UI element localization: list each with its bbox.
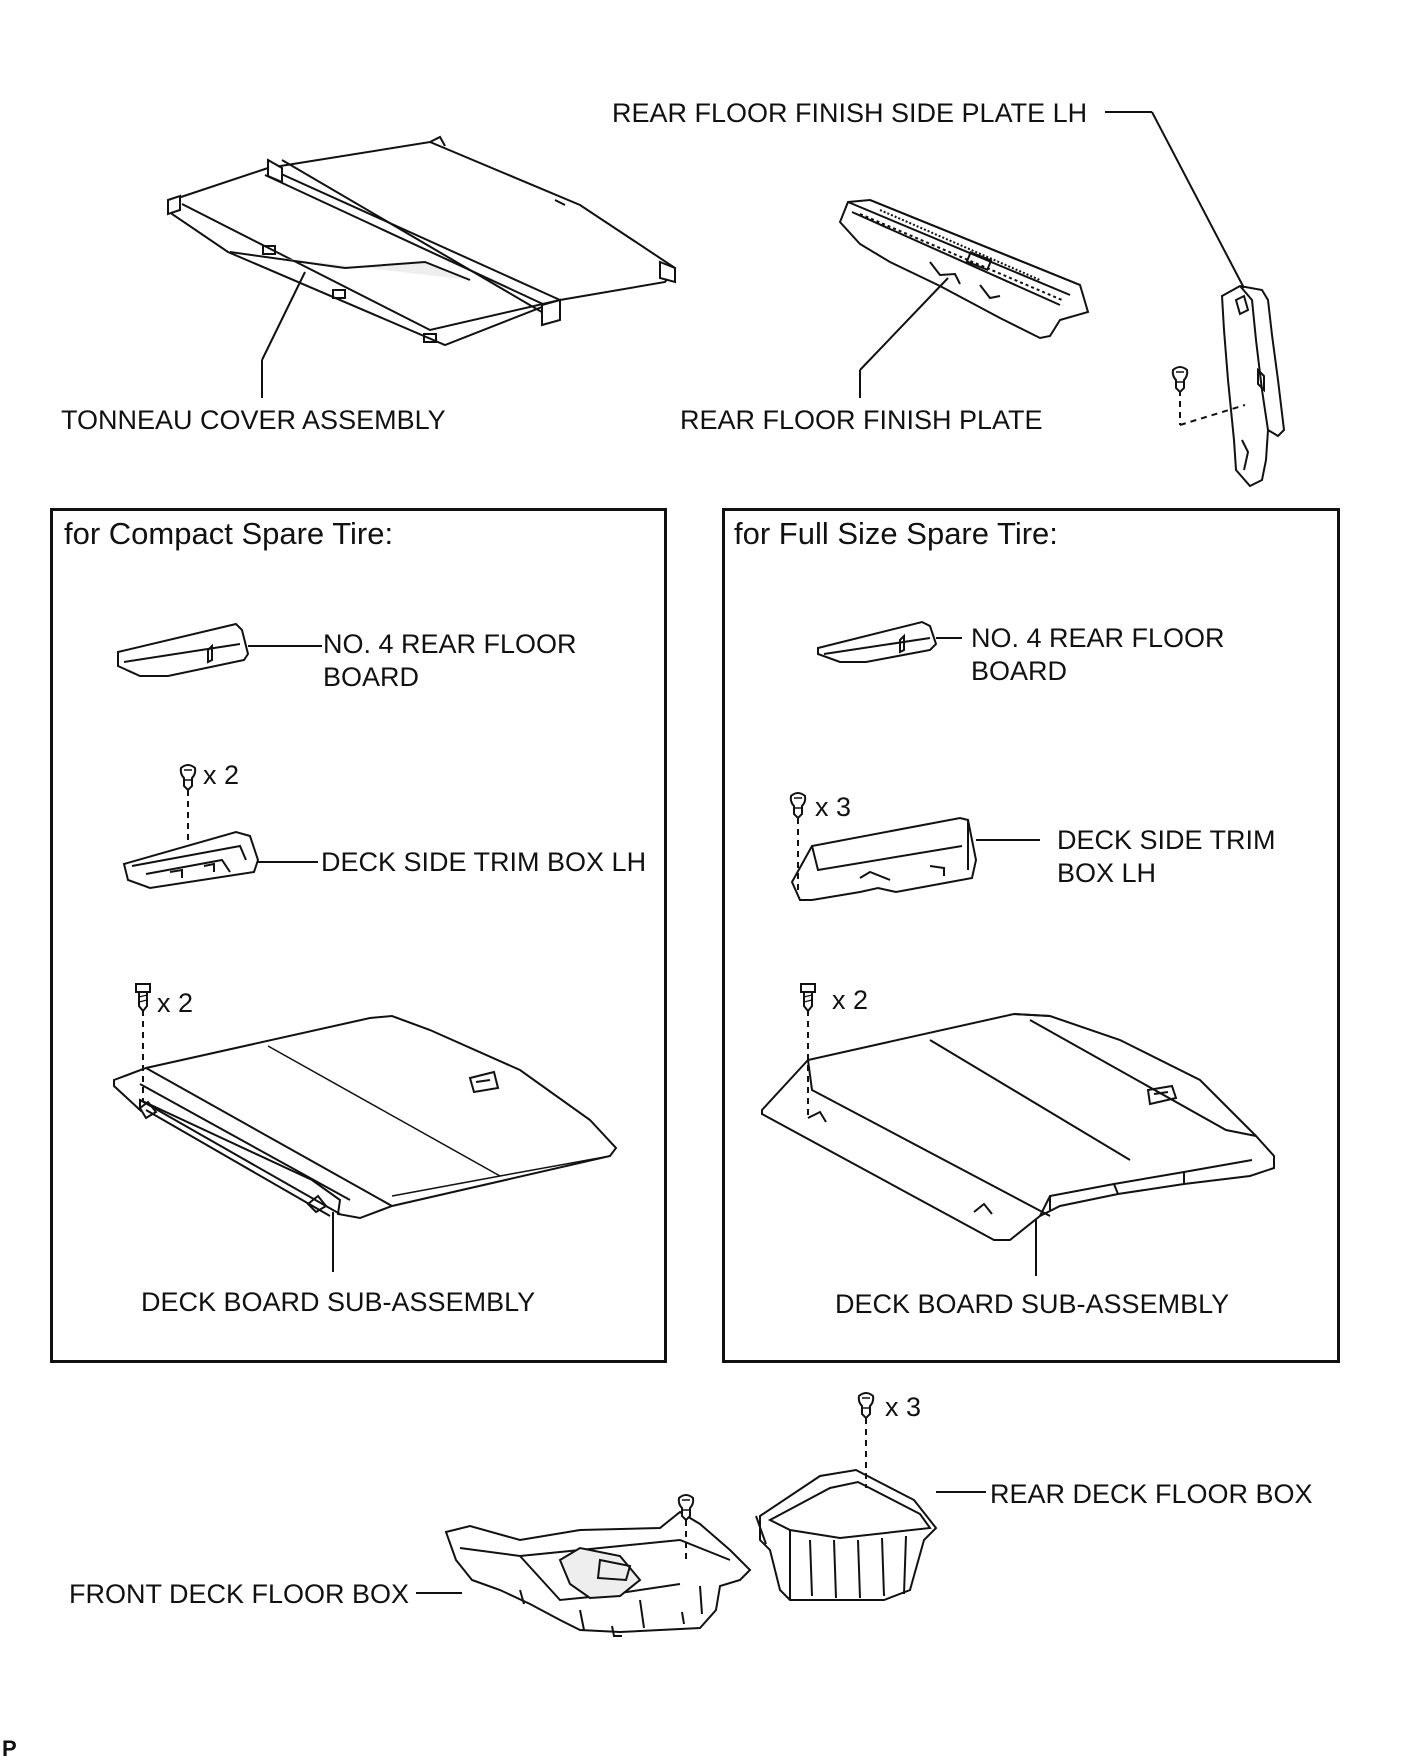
compact-no4-board-line2: BOARD: [323, 662, 420, 692]
compact-no4-board-label: NO. 4 REAR FLOOR BOARD: [323, 628, 577, 694]
compact-trim-qty: x 2: [203, 760, 240, 790]
full-trim-qty: x 3: [815, 792, 852, 822]
rear-floor-finish-plate-drawing: [838, 198, 1090, 398]
compact-deck-board-label: DECK BOARD SUB-ASSEMBLY: [141, 1287, 536, 1317]
rear-floor-finish-side-plate-drawing: [1105, 111, 1286, 488]
rear-box-qty: x 3: [885, 1392, 922, 1422]
compact-no4-board-line1: NO. 4 REAR FLOOR: [323, 629, 577, 659]
compact-trim-box-drawing: [122, 790, 318, 890]
compact-spare-tire-box: [50, 508, 667, 1363]
compact-box-title: for Compact Spare Tire:: [64, 516, 394, 551]
compact-deck-board-drawing: [113, 1010, 618, 1272]
compact-deck-qty: x 2: [157, 988, 194, 1018]
full-size-spare-tire-box: [722, 508, 1340, 1363]
label-rear-deck-floor-box: REAR DECK FLOOR BOX: [990, 1479, 1313, 1509]
full-no4-board-drawing: [817, 620, 962, 663]
compact-trim-box-label: DECK SIDE TRIM BOX LH: [321, 847, 647, 877]
full-trim-box-label: DECK SIDE TRIM BOX LH: [1057, 824, 1276, 890]
full-trim-box-line1: DECK SIDE TRIM: [1057, 825, 1276, 855]
full-trim-box-drawing: [790, 816, 1040, 901]
rear-deck-floor-box-drawing: [755, 1418, 986, 1601]
page-code: P: [2, 1736, 17, 1761]
full-deck-qty: x 2: [832, 985, 869, 1015]
clip-icon: [1171, 366, 1189, 393]
full-no4-board-line1: NO. 4 REAR FLOOR: [971, 623, 1225, 653]
label-front-deck-floor-box: FRONT DECK FLOOR BOX: [69, 1579, 410, 1609]
compact-no4-board-drawing: [117, 622, 322, 677]
full-no4-board-line2: BOARD: [971, 656, 1068, 686]
full-box-title: for Full Size Spare Tire:: [734, 516, 1058, 551]
label-tonneau-cover-assembly: TONNEAU COVER ASSEMBLY: [61, 405, 446, 435]
tonneau-cover-drawing: [167, 135, 677, 398]
full-no4-board-label: NO. 4 REAR FLOOR BOARD: [971, 622, 1225, 688]
label-rear-floor-finish-plate: REAR FLOOR FINISH PLATE: [680, 405, 1043, 435]
full-trim-box-line2: BOX LH: [1057, 858, 1157, 888]
label-rear-floor-finish-side-plate-lh: REAR FLOOR FINISH SIDE PLATE LH: [612, 98, 1088, 128]
full-deck-board-label: DECK BOARD SUB-ASSEMBLY: [835, 1289, 1230, 1319]
full-deck-board-drawing: [761, 1010, 1275, 1276]
front-deck-floor-box-drawing: [416, 1510, 752, 1637]
clip-icon: [857, 1392, 875, 1419]
